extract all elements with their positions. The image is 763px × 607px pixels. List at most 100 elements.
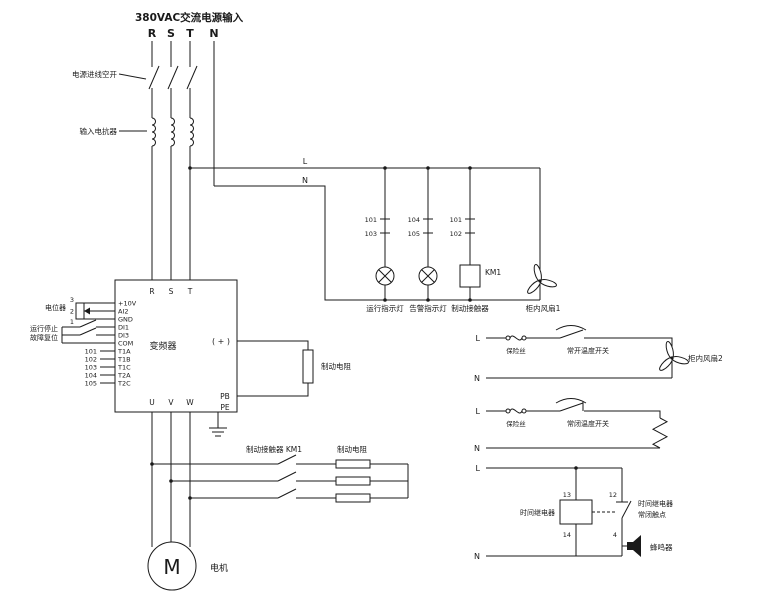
wiper-arrow-icon (84, 307, 90, 315)
ground (209, 412, 227, 437)
contact-icon (277, 488, 297, 499)
relay-output-wires: 101 102 103 104 105 (85, 348, 115, 388)
left-terminal: T1A (117, 348, 131, 356)
heater-circuit: L N 保险丝 常闭温度开关 (474, 398, 669, 453)
brake-resistor-label: 制动电阻 (321, 361, 351, 371)
left-terminal: COM (118, 340, 133, 348)
fan-icon (659, 341, 689, 371)
wire-number: 105 (85, 380, 97, 388)
neutral-label: N (474, 374, 480, 383)
brake-resistor-bank: 制动接触器 KM1 制动电阻 (150, 444, 409, 503)
buzzer-icon (627, 535, 641, 557)
nc-temp-switch-label: 常闭温度开关 (567, 419, 609, 428)
left-terminal: T1C (117, 364, 131, 372)
fan2-label: 柜内风扇2 (688, 353, 723, 363)
contact-icon (277, 471, 297, 482)
resistor-symbol (335, 493, 371, 503)
inverter-terminal-v: V (168, 398, 174, 407)
dc-plus-terminal: ( + ) (212, 337, 230, 346)
heater-element-icon (651, 417, 669, 449)
contact-icon (277, 454, 297, 465)
inverter-terminal-pe: PE (220, 403, 230, 412)
phase-t-wire (186, 41, 198, 280)
inverter-terminal-pb: PB (220, 392, 230, 401)
cabinet-fan1: 柜内风扇1 (526, 264, 561, 313)
reactor-symbol (170, 117, 175, 147)
inverter-terminal-w: W (186, 398, 194, 407)
brake-bank-resistor-label: 制动电阻 (337, 444, 367, 454)
inverter-terminal-s: S (169, 287, 174, 296)
reactor-label: 输入电抗器 (80, 126, 118, 136)
timer-coil-icon (559, 499, 593, 525)
inverter-terminal-t: T (187, 287, 193, 296)
fuse-label: 保险丝 (506, 346, 526, 355)
left-terminal: T2A (117, 372, 131, 380)
timer-coil-label: 时间继电器 (520, 508, 555, 517)
brake-bank-contactor-label: 制动接触器 KM1 (246, 444, 302, 454)
timer-circuit: L 13 时间继电器 14 12 4 时间继电器 常闭触点 N 蜂鸣器 (474, 464, 673, 561)
live-label: L (476, 407, 481, 416)
inverter-name: 变频器 (149, 340, 176, 352)
fan1-label: 柜内风扇1 (526, 303, 561, 313)
nc-contact-label-line1: 时间继电器 (638, 499, 673, 508)
neutral-label: N (474, 552, 480, 561)
left-terminal: DI1 (118, 324, 129, 332)
motor-letter: M (163, 555, 180, 579)
nc-contact-label-line2: 常闭触点 (638, 510, 666, 519)
resistor-symbol (335, 476, 371, 486)
left-terminal: DI3 (118, 332, 129, 340)
diagram-title: 380VAC交流电源输入 (135, 11, 244, 24)
wire-number: 101 (85, 348, 97, 356)
fuse-label: 保险丝 (506, 419, 526, 428)
pot-pin1: 1 (70, 318, 74, 326)
phase-t-label: T (186, 27, 194, 40)
contactor-coil-icon (459, 264, 481, 288)
left-terminal: GND (118, 316, 133, 324)
breaker-label: 电源进线空开 (72, 69, 117, 79)
no-temp-switch-label: 常开温度开关 (567, 346, 609, 355)
timer-terminal-12: 12 (609, 491, 617, 499)
phase-r-label: R (148, 27, 157, 40)
run-lamp-label: 运行指示灯 (366, 303, 404, 313)
live-rail-label: L (303, 157, 308, 166)
terminal-number: 104 (408, 216, 420, 224)
phase-n-label: N (209, 27, 218, 40)
fault-reset-label: 故障复位 (30, 333, 58, 342)
motor-output: M 电机 (147, 412, 228, 591)
inverter-box: R S T 变频器 ( + ) +10V AI2 GND DI1 DI3 COM… (114, 279, 238, 413)
digital-inputs: 运行停止 故障复位 (30, 319, 115, 344)
neutral-label: N (474, 444, 480, 453)
buzzer-label: 蜂鸣器 (650, 542, 673, 552)
terminal-number: 101 (365, 216, 377, 224)
inverter-terminal-u: U (149, 398, 155, 407)
wire-number: 103 (85, 364, 97, 372)
lamp-icon (375, 266, 395, 286)
timer-terminal-4: 4 (613, 531, 617, 539)
terminal-number: 103 (365, 230, 377, 238)
left-terminal: T1B (117, 356, 131, 364)
fuse-icon (505, 408, 527, 414)
resistor-symbol (302, 349, 314, 384)
pot-label: 电位器 (45, 303, 66, 312)
contactor-coil-tag: KM1 (485, 268, 501, 277)
fan2-circuit: L N 保险丝 常开温度开关 柜内风扇2 (474, 325, 723, 383)
motor-label: 电机 (210, 562, 228, 574)
wire-number: 102 (85, 356, 97, 364)
left-terminal: AI2 (118, 308, 129, 316)
terminal-number: 105 (408, 230, 420, 238)
wire-number: 104 (85, 372, 97, 380)
phase-r-wire (148, 41, 160, 280)
switch-icon (79, 319, 97, 328)
alarm-lamp-branch: 104 105 告警指示灯 (408, 168, 447, 313)
terminal-number: 101 (450, 216, 462, 224)
live-label: L (476, 334, 481, 343)
left-terminal: T2C (117, 380, 131, 388)
lamp-icon (418, 266, 438, 286)
fuse-icon (505, 335, 527, 341)
reactor-symbol (151, 117, 156, 147)
temp-switch-no-icon (555, 325, 587, 339)
power-input-section: 380VAC交流电源输入 R S T N 电源进线空开 输入电抗器 (72, 11, 244, 280)
phase-s-wire (167, 41, 179, 280)
reactor-symbol (189, 117, 194, 147)
